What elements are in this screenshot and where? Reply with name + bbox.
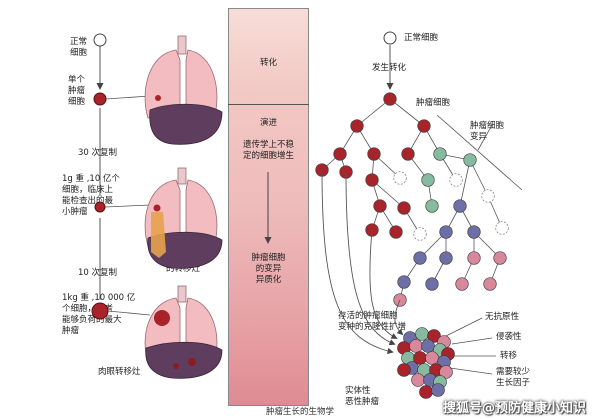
pointer-3: [107, 310, 151, 316]
variant-blue-node: [439, 225, 453, 239]
tumor-cell-node: [367, 147, 381, 161]
replication-30-label: 30 次复制: [78, 148, 118, 158]
figure-caption: 肿瘤生长的生物学: [265, 407, 334, 417]
variant-pink-node: [455, 277, 469, 291]
tumor-mass-cell: [415, 327, 429, 341]
tree-edge: [371, 179, 405, 209]
tumor-variation-label: 肿瘤细胞 的变异 异质化: [251, 253, 286, 285]
tumor-cell-node: [401, 147, 415, 161]
left-small-tumor: [94, 201, 106, 213]
tumor-cell-node: [417, 119, 431, 133]
dead-cell-node: [481, 189, 495, 203]
tree-edge: [469, 159, 489, 197]
tumor-cell-node: [350, 119, 364, 133]
variant-teal-node: [425, 199, 439, 213]
property-callouts: [445, 317, 496, 375]
variant-teal-node: [463, 153, 477, 167]
variant-teal-node: [421, 173, 435, 187]
tumor-mass-cell: [411, 373, 425, 387]
left-large-tumor: [91, 302, 109, 320]
variant-pink-node: [467, 251, 481, 265]
dead-cell-node: [413, 227, 427, 241]
right-normal-cell-label: 正常细胞: [404, 33, 439, 43]
variant-pink-node: [483, 277, 497, 291]
tumor-cell-node: [383, 92, 397, 106]
lung-liver-illustration-1: [144, 35, 223, 145]
genetic-instability-label: 遗传学上不稳 定的细胞增生: [242, 140, 294, 161]
metastasis-label: 转移: [500, 351, 518, 361]
tumor-mass-cell: [419, 385, 433, 399]
lung-liver-illustration-2: [144, 167, 223, 269]
tumor-mass-cell: [397, 363, 411, 377]
dead-cell-node: [495, 221, 509, 235]
dead-cell-node: [393, 171, 407, 185]
tumor-mass-cell: [425, 351, 439, 365]
variation-pointer: [477, 124, 493, 151]
dead-cell-node: [449, 173, 463, 187]
lineage-tree-nodes: [315, 92, 509, 307]
tumor-mass-cell: [439, 365, 453, 379]
solid-tumor-label: 实体性 恶性肿瘤: [345, 386, 380, 407]
tumor-cell-node: [389, 225, 403, 239]
single-tumor-cell-label: 单个 肿瘤 细胞: [68, 75, 86, 107]
normal-cell-label: 正常 细胞: [70, 37, 88, 58]
invasiveness-label: 侵袭性: [496, 332, 522, 342]
tumor-mass-cell: [409, 339, 423, 353]
variant-pink-node: [493, 251, 507, 265]
variant-blue-node: [467, 225, 481, 239]
tumor-mass-cell: [427, 329, 441, 343]
variant-blue-node: [439, 251, 453, 265]
tumor-mass-cell: [431, 383, 445, 397]
left-tumor-cell: [93, 92, 107, 106]
tumor-cell-node: [333, 147, 347, 161]
solid-tumor-mass: [397, 327, 455, 399]
transformation-event-label: 发生转化: [372, 63, 407, 73]
tumor-cell-label: 肿瘤细胞: [416, 98, 451, 108]
tumor-cell-variation-label: 肿瘤细胞 变异: [470, 121, 505, 142]
watermark: 搜狐号@预防健康小知识: [442, 401, 586, 416]
convergence-arrows: [321, 169, 404, 355]
gross-metastasis-label: 肉眼转移灶: [98, 367, 141, 377]
right-normal-cell: [383, 31, 397, 45]
variant-teal-node: [433, 147, 447, 161]
progression-column: [228, 8, 309, 406]
variation-bracket: [436, 114, 523, 191]
tumor-cell-node: [397, 201, 411, 215]
progression-label: 演进: [259, 118, 277, 128]
lung-liver-illustration-3: [144, 285, 223, 379]
tumor-cell-node: [373, 199, 387, 213]
replication-10-label: 10 次复制: [78, 268, 118, 278]
no-antigenicity-label: 无抗原性: [485, 312, 520, 322]
tree-edge: [389, 98, 425, 127]
variant-blue-node: [453, 199, 467, 213]
tumor-mass-cell: [421, 339, 435, 353]
left-normal-cell: [93, 33, 107, 47]
tumor-cell-node: [365, 173, 379, 187]
min-detectable-tumor-label: 1g 重 ,10 亿个 细胞，临床上 能检查出的最 小肿瘤: [62, 174, 120, 217]
variant-blue-node: [413, 251, 427, 265]
variant-blue-node: [425, 277, 439, 291]
pointer-1: [105, 95, 151, 100]
pointer-2: [104, 204, 151, 208]
lineage-tree-edges: [321, 98, 503, 301]
tree-edge: [356, 98, 391, 127]
tree-edge: [459, 159, 471, 207]
max-tumor-label: 1kg 重 ,10 000 亿 个细胞，患者 能够负荷的最大 肿瘤: [62, 293, 136, 336]
transformation-label: 转化: [259, 58, 277, 68]
column-divider: [228, 104, 309, 105]
variant-blue-node: [397, 275, 411, 289]
fewer-growth-factors-label: 需要较少 生长因子: [496, 367, 531, 388]
